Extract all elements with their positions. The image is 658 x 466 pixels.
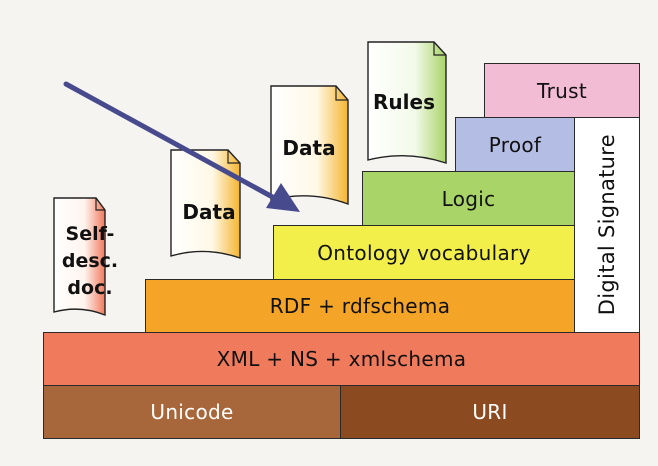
proof-layer: Proof (455, 117, 575, 172)
rules-doc-label: Rules (373, 90, 435, 114)
logic-layer: Logic (362, 171, 575, 226)
self-desc-line-3: doc. (67, 277, 112, 299)
self-desc-line-1: Self- (66, 223, 115, 245)
proof-label: Proof (488, 132, 542, 157)
trust-label: Trust (537, 78, 587, 103)
arrow-icon (63, 81, 300, 212)
data-doc-1-icon: Data (170, 149, 241, 259)
xml-label: XML + NS + xmlschema (216, 347, 467, 371)
self-desc-line-2: desc. (62, 250, 118, 272)
rules-doc-icon: Rules (367, 41, 447, 164)
ontology-label: Ontology vocabulary (317, 240, 531, 265)
unicode-layer: Unicode (43, 385, 341, 439)
uri-label: URI (472, 400, 508, 424)
rdf-layer: RDF + rdfschema (145, 279, 575, 333)
data-doc-2-icon: Data (270, 85, 349, 206)
rdf-label: RDF + rdfschema (269, 294, 451, 318)
trust-layer: Trust (484, 63, 640, 118)
data-doc-2-label: Data (282, 136, 335, 160)
self-desc-doc-icon: Self- desc. doc. (53, 197, 118, 317)
ontology-layer: Ontology vocabulary (273, 225, 575, 280)
digital-signature-layer: Digital Signature (574, 117, 640, 333)
logic-label: Logic (441, 186, 496, 211)
xml-layer: XML + NS + xmlschema (43, 332, 640, 386)
data-doc-1-label: Data (182, 200, 235, 224)
uri-layer: URI (340, 385, 640, 439)
unicode-label: Unicode (150, 400, 234, 424)
